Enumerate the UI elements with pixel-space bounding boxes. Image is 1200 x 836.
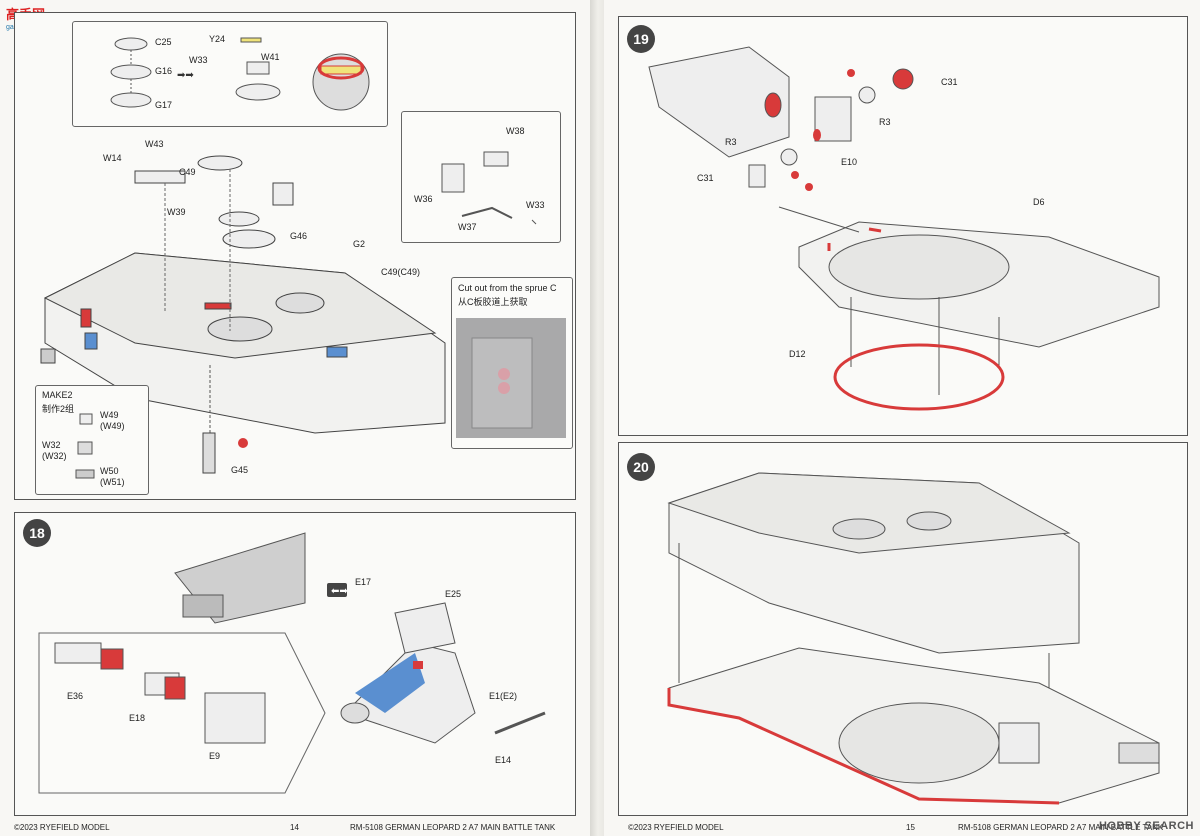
label-w50: W50 (100, 466, 119, 476)
hatch-detail-callout: ➡➡ C25 G16 G17 Y24 W33 W41 (72, 21, 388, 127)
step20-panel: 20 (618, 442, 1188, 816)
make2-callout: MAKE2 制作2组 W49 (W49) W32 (W32) W50 (W51) (35, 385, 149, 495)
label-w33: W33 (189, 55, 208, 65)
sprue-note-cn: 从C板胶道上获取 (458, 297, 528, 307)
label-d6: D6 (1033, 197, 1045, 207)
label-w32: W32 (42, 440, 61, 450)
label-c25: C25 (155, 37, 172, 47)
label-w39: W39 (167, 207, 186, 217)
right-footer-copyright: ©2023 RYEFIELD MODEL (628, 823, 724, 832)
left-page: 高手网 gao-shou.com ➡➡ C25 G16 G17 (0, 0, 596, 836)
label-y24: Y24 (209, 34, 226, 44)
label-w49: W49 (100, 410, 119, 420)
make2-drawing (75, 413, 95, 479)
svg-text:➡➡: ➡➡ (177, 70, 194, 81)
periscope-callout: W38 W36 W37 W33 (401, 111, 561, 243)
label-w38: W38 (506, 126, 525, 136)
label-c31-left: C31 (697, 173, 714, 183)
label-e1: E1(E2) (489, 691, 518, 701)
label-w43: W43 (145, 139, 164, 149)
label-e14: E14 (495, 755, 512, 765)
right-footer-title: RM-5108 GERMAN LEOPARD 2 A7 MAIN BATTLE … (958, 823, 1164, 832)
label-r3-left: R3 (725, 137, 737, 147)
label-w36: W36 (414, 194, 433, 204)
label-w49b: (W49) (100, 421, 125, 431)
label-g2: G2 (353, 239, 366, 249)
label-c49-alt: C49(C49) (381, 267, 421, 277)
label-w33b: W33 (526, 200, 545, 210)
label-g17: G17 (155, 100, 173, 110)
label-w14: W14 (103, 153, 122, 163)
turret-final-drawing (667, 472, 1160, 805)
left-footer-page: 14 (290, 823, 299, 832)
label-e9: E9 (209, 751, 221, 761)
sprue-photo (456, 318, 566, 438)
label-e36: E36 (67, 691, 84, 701)
label-e18: E18 (129, 713, 146, 723)
label-e25: E25 (445, 589, 462, 599)
sprue-note-en: Cut out from the sprue C (458, 283, 557, 293)
label-g16: G16 (155, 66, 173, 76)
left-footer-copyright: ©2023 RYEFIELD MODEL (14, 823, 110, 832)
label-w32b: (W32) (42, 451, 67, 461)
step19-panel: 19 C31 R3 R3 E10 C31 D6 (618, 16, 1188, 436)
gun-mantlet-drawing: ⬅➡ (38, 532, 546, 794)
sprue-callout: Cut out from the sprue C 从C板胶道上获取 (451, 277, 573, 449)
step-number-18: 18 (23, 519, 51, 547)
step17-panel: ➡➡ C25 G16 G17 Y24 W33 W41 W38 (14, 12, 576, 500)
hatch-detail-drawing: ➡➡ (110, 37, 370, 111)
label-c49: C49 (179, 167, 196, 177)
label-r3-top: R3 (879, 117, 891, 127)
label-d12: D12 (789, 349, 806, 359)
make2-label-cn: 制作2组 (42, 404, 75, 414)
periscope-drawing (441, 151, 537, 225)
step18-panel: 18 ⬅➡ E17 E25 E1(E2) E14 E36 E18 E9 (14, 512, 576, 816)
right-page: 19 C31 R3 R3 E10 C31 D6 (604, 0, 1200, 836)
label-w51: (W51) (100, 477, 125, 487)
label-e17: E17 (355, 577, 372, 587)
label-e10: E10 (841, 157, 858, 167)
label-w37: W37 (458, 222, 477, 232)
svg-text:⬅➡: ⬅➡ (331, 586, 348, 597)
hobby-search-watermark: HOBBY SEARCH (1098, 820, 1194, 832)
left-footer-title: RM-5108 GERMAN LEOPARD 2 A7 MAIN BATTLE … (350, 823, 556, 832)
label-g46: G46 (290, 231, 308, 241)
label-w41: W41 (261, 52, 280, 62)
step-number-20: 20 (627, 453, 655, 481)
label-g45: G45 (231, 465, 249, 475)
right-footer-page: 15 (906, 823, 915, 832)
label-c31-top: C31 (941, 77, 958, 87)
step-number-19: 19 (627, 25, 655, 53)
turret-ring-drawing (648, 46, 1160, 411)
make2-label: MAKE2 (42, 390, 73, 400)
